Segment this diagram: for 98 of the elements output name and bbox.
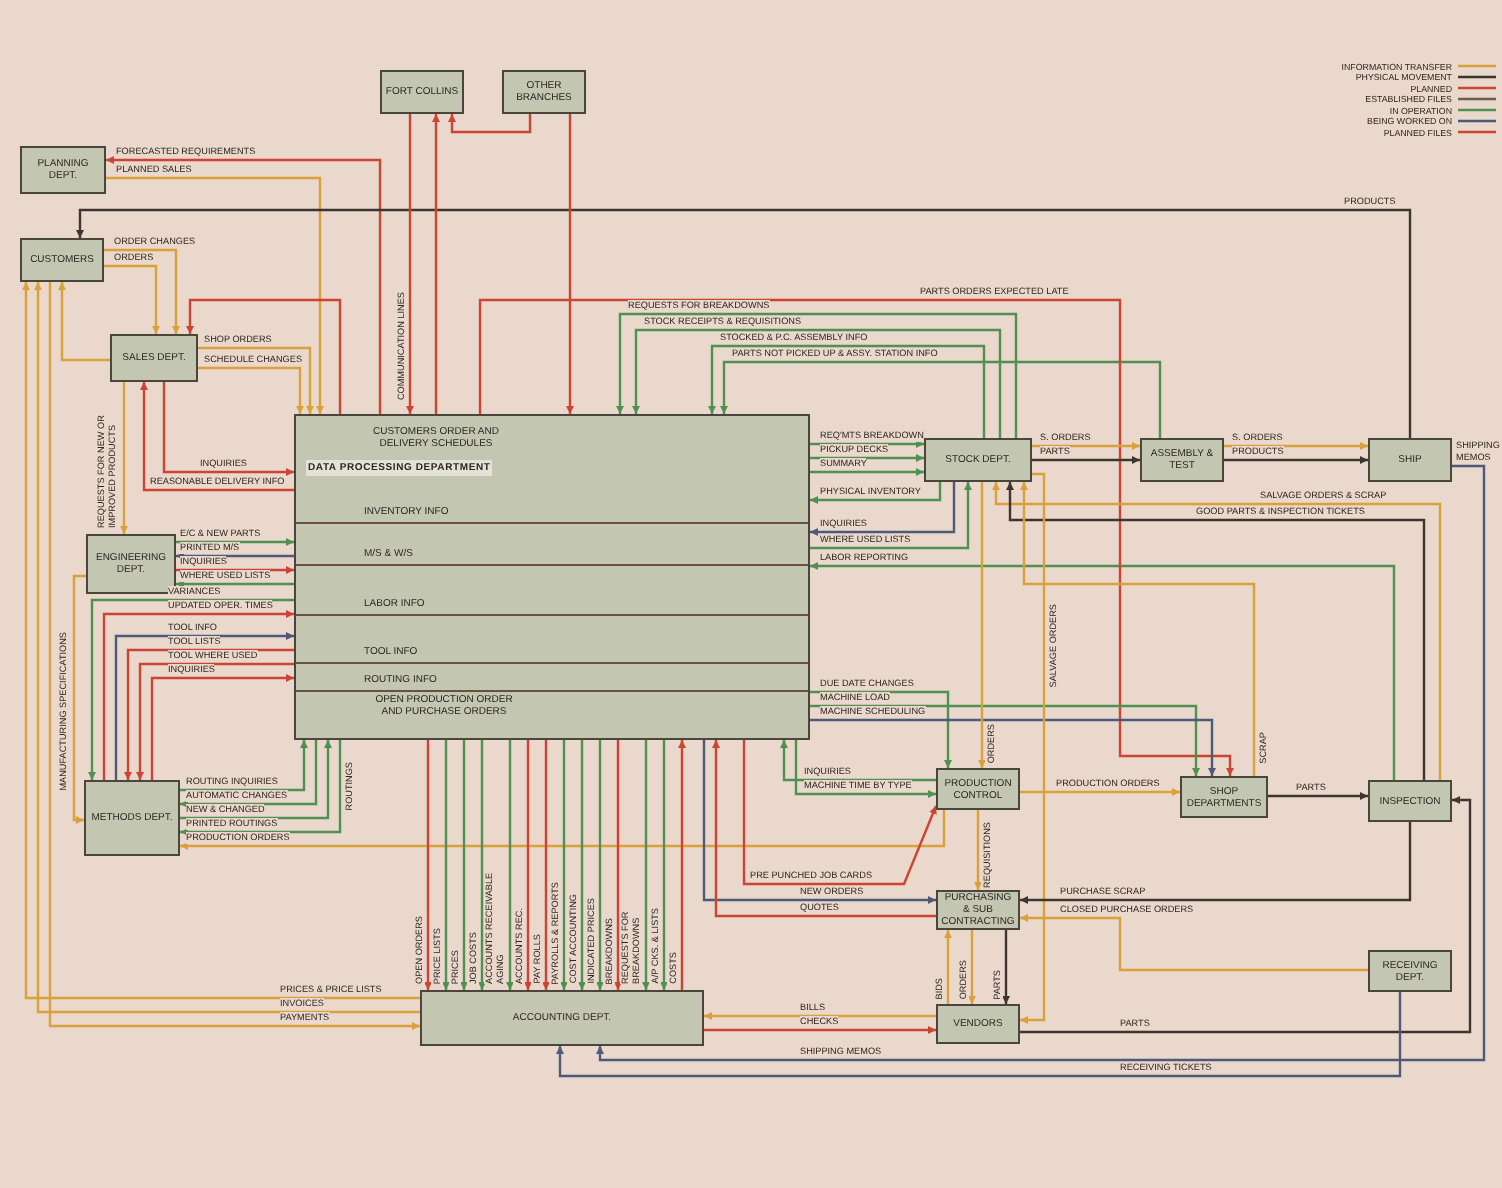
flow-arrow <box>442 740 450 990</box>
flow-arrow <box>810 468 924 476</box>
flow-arrow <box>198 366 304 414</box>
flow-arrow <box>478 740 486 990</box>
department-box <box>924 438 1032 482</box>
flow-arrow <box>614 740 622 990</box>
flow-arrow <box>1032 442 1140 450</box>
flow-arrow <box>632 328 1002 438</box>
flow-arrow <box>176 580 294 588</box>
flow-arrow <box>794 740 936 798</box>
flow-arrow <box>406 114 414 414</box>
department-box <box>380 70 464 114</box>
flow-arrow <box>58 282 110 362</box>
flow-arrow <box>780 740 936 782</box>
flow-arrow <box>120 382 128 534</box>
department-box <box>20 146 106 194</box>
flow-arrow <box>176 538 294 546</box>
flow-arrow <box>524 740 532 990</box>
department-box <box>420 990 704 1046</box>
flow-arrow <box>124 648 294 780</box>
department-box <box>20 238 104 282</box>
flow-arrow <box>1224 442 1368 450</box>
flow-arrow <box>106 156 382 414</box>
flow-arrow <box>944 930 952 1004</box>
department-panel <box>294 414 810 740</box>
flow-arrow <box>616 312 1018 438</box>
flow-arrow <box>578 740 586 990</box>
flow-arrow <box>708 344 986 438</box>
flow-arrow <box>150 674 294 780</box>
department-box <box>1368 950 1452 992</box>
flow-arrow <box>478 298 1234 776</box>
department-box <box>110 334 198 382</box>
flow-arrow <box>810 454 924 462</box>
department-box <box>936 1004 1020 1044</box>
flow-arrow <box>180 740 332 820</box>
flow-arrow <box>704 1026 936 1034</box>
flow-arrow <box>180 810 946 850</box>
flow-arrow <box>542 740 550 990</box>
flow-arrow <box>810 482 972 550</box>
flow-arrow <box>810 718 1216 776</box>
flow-arrow <box>968 930 976 1004</box>
flow-arrow <box>810 482 942 504</box>
flow-arrow <box>596 740 604 990</box>
flow-arrow <box>978 482 986 768</box>
flow-arrow <box>76 208 1412 438</box>
department-box <box>936 768 1020 810</box>
flow-arrow <box>448 114 532 134</box>
flow-arrow <box>596 464 1486 1062</box>
flow-arrow <box>136 662 294 780</box>
flow-arrow <box>678 740 686 990</box>
flow-arrow <box>180 740 342 836</box>
department-box <box>84 780 180 856</box>
flow-arrow <box>720 360 1162 438</box>
flow-arrow <box>176 566 294 574</box>
department-box <box>1180 776 1268 818</box>
flow-arrow <box>106 176 324 414</box>
flow-arrow <box>810 704 1200 776</box>
department-box <box>1368 438 1452 482</box>
flow-arrow <box>1224 456 1368 464</box>
flow-arrow <box>810 482 956 536</box>
flow-arrow <box>810 562 1396 780</box>
department-box <box>502 70 586 114</box>
flow-arrow <box>1268 792 1368 800</box>
flow-arrow <box>1020 788 1180 796</box>
flow-arrow <box>1020 914 1368 972</box>
flow-arrow <box>180 740 308 792</box>
flow-arrow <box>1020 796 1472 1034</box>
flow-arrow <box>198 346 314 414</box>
flow-arrow <box>114 632 294 780</box>
flow-arrow <box>974 810 982 890</box>
department-box <box>1368 780 1452 822</box>
flow-arrow <box>104 248 180 334</box>
flow-arrow <box>1020 472 1046 1024</box>
flow-arrow <box>704 1012 936 1020</box>
flow-arrow <box>432 114 440 414</box>
flow-arrow <box>560 740 568 990</box>
flow-arrow <box>176 552 294 560</box>
flow-arrow <box>566 114 574 414</box>
flow-arrow <box>556 992 1402 1078</box>
flow-arrow <box>810 440 924 448</box>
flow-arrow <box>104 264 160 334</box>
flow-arrow <box>642 740 650 990</box>
flow-arrow <box>660 740 668 990</box>
flow-arrow <box>1020 822 1412 904</box>
department-box <box>1140 438 1224 482</box>
flow-arrow <box>140 382 294 492</box>
flow-arrow <box>1032 456 1140 464</box>
flow-arrow <box>460 740 468 990</box>
flow-arrow <box>1002 930 1010 1004</box>
flow-arrow <box>180 740 318 808</box>
flow-arrow <box>424 740 432 990</box>
flow-arrow <box>742 740 938 886</box>
flow-arrow <box>506 740 514 990</box>
flow-arrow <box>810 690 952 768</box>
flow-arrow <box>72 574 86 824</box>
flow-arrow <box>186 298 342 414</box>
flow-arrow <box>1020 482 1256 776</box>
flow-arrow <box>162 382 294 476</box>
